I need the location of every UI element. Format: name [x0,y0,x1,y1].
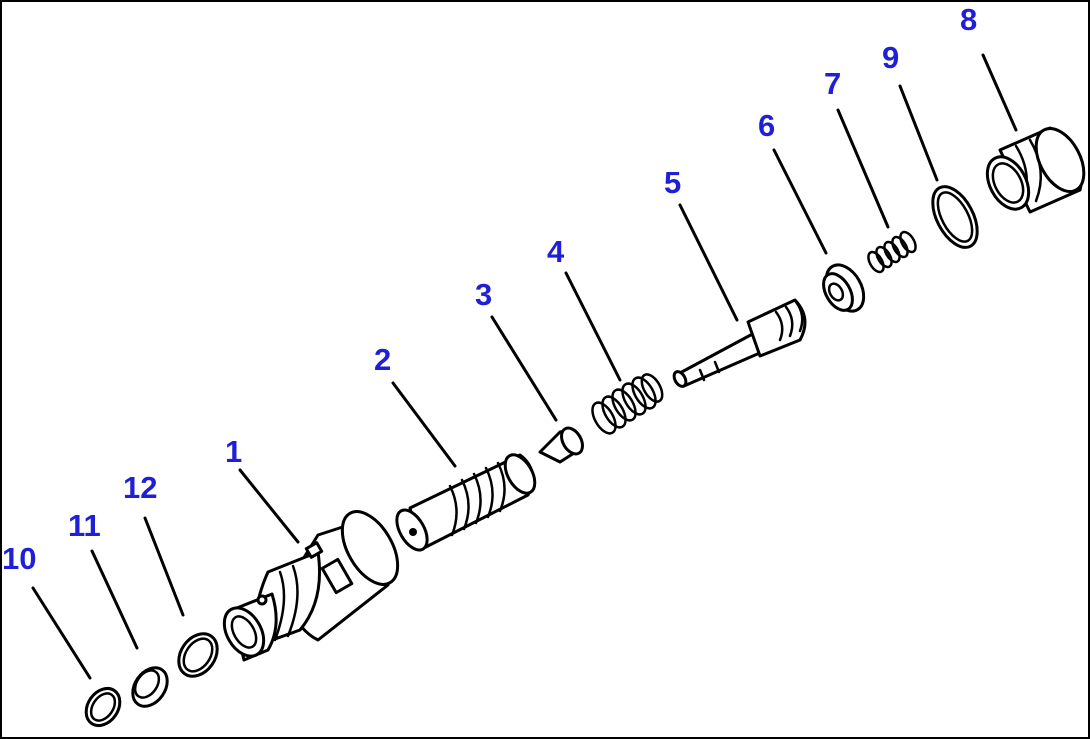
callout-3: 3 [475,277,492,312]
callout-10: 10 [2,541,36,576]
leader-11 [90,549,139,650]
callout-6: 6 [758,108,775,143]
part-7-spring [867,230,917,274]
callout-8: 8 [960,2,977,37]
leader-lines [31,53,1018,680]
callout-5: 5 [664,165,681,200]
leader-1 [238,468,300,544]
part-12-o-ring [177,632,219,678]
part-8-plug [985,126,1086,214]
leader-9 [898,84,939,182]
part-5-stem [672,298,807,388]
part-11-backup-ring [131,666,169,708]
part-2-spool [395,453,537,552]
callout-4: 4 [547,234,565,269]
part-9-o-ring [931,185,979,249]
leader-4 [564,271,622,382]
leader-12 [143,516,185,617]
leader-5 [678,203,739,322]
part-6-seat [822,263,866,313]
callout-1: 1 [225,434,242,469]
leader-7 [836,108,890,229]
part-10-o-ring [84,686,122,728]
leader-3 [490,315,558,422]
leader-6 [772,148,828,255]
part-3-poppet [538,426,584,464]
callout-9: 9 [882,40,899,75]
callout-12: 12 [123,470,157,505]
callout-7: 7 [824,66,841,101]
callout-11: 11 [68,508,101,543]
part-1-valve-body [222,510,400,662]
callouts: 10 11 12 1 2 3 4 5 6 7 8 9 [2,2,977,576]
leader-8 [981,53,1018,132]
leader-10 [31,586,92,680]
leader-2 [391,381,457,468]
part-4-spring [591,373,664,435]
callout-2: 2 [374,342,391,377]
